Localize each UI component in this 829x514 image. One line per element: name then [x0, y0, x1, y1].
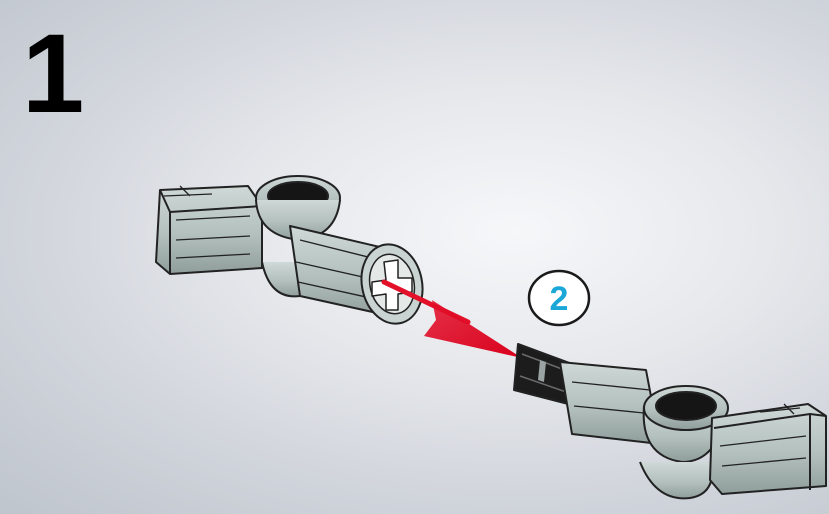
- lower-connector-icon: [514, 344, 826, 498]
- sub-step-badge: 2: [528, 272, 590, 326]
- sub-step-number: 2: [528, 272, 590, 326]
- upper-connector-icon: [156, 176, 430, 329]
